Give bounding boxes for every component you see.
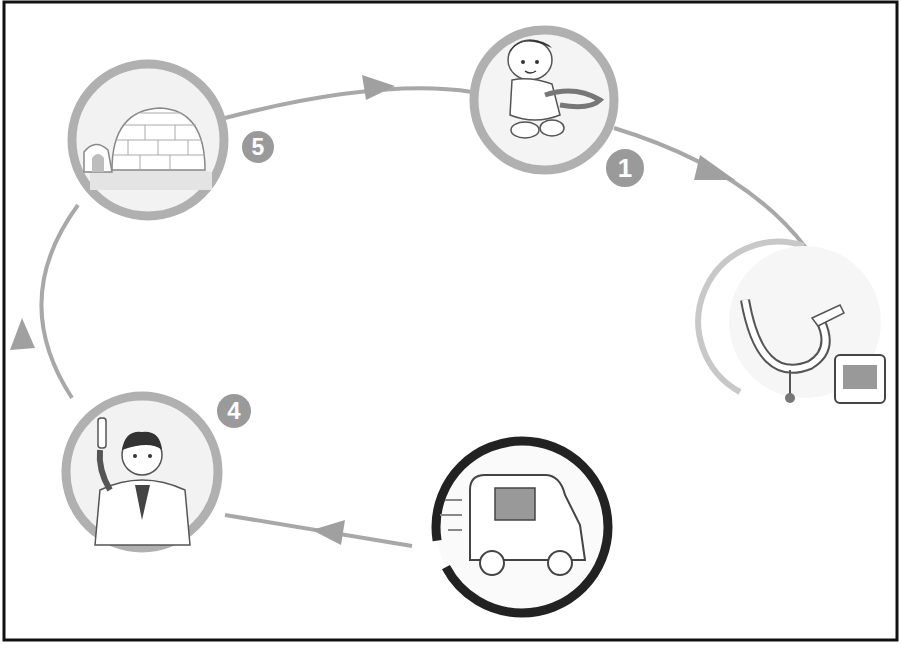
callout-badge: 5 — [239, 128, 277, 166]
car-circle — [436, 441, 608, 613]
callout-number: 1 — [618, 153, 632, 184]
tube-circle — [698, 242, 885, 403]
child-circle — [474, 30, 614, 170]
igloo-circle — [72, 64, 224, 216]
callout-number: 4 — [227, 397, 240, 425]
callout-badge: 4 — [214, 391, 254, 431]
callout-number: 5 — [252, 134, 265, 161]
doctor-circle — [66, 396, 218, 548]
frame — [4, 2, 897, 640]
callout-badge: 1 — [603, 146, 647, 190]
